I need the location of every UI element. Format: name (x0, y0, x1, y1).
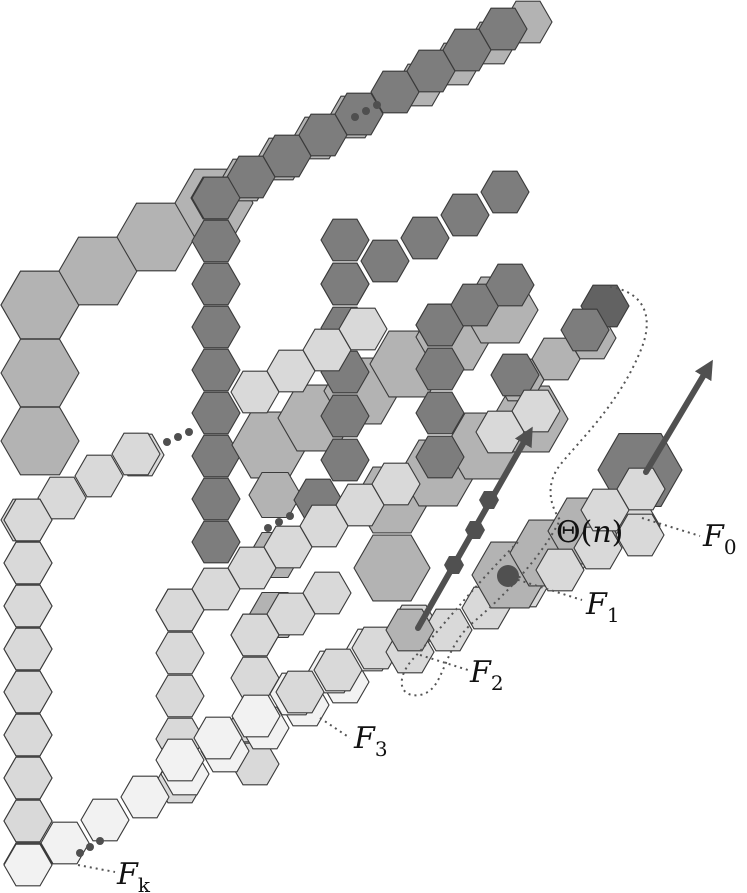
hexagon-cell (535, 548, 585, 592)
hexagon-cell (415, 435, 465, 479)
hexagon-cell (320, 218, 370, 262)
label-F3: F3 (353, 721, 388, 761)
hexagon-cell (120, 775, 170, 819)
hexagon-cell (511, 389, 561, 433)
hexagon-cell (560, 308, 610, 352)
ellipsis-dot (286, 512, 294, 520)
ellipsis-dot (174, 433, 182, 441)
hexagon-cell (191, 434, 241, 478)
hexagon-cell (338, 307, 388, 351)
hexagon-cell (191, 348, 241, 392)
label-F2: F2 (469, 655, 504, 695)
arrow-hexagon-markers (444, 491, 499, 574)
hexagon-cell (74, 454, 124, 498)
hexagon-cell (191, 219, 241, 263)
leader-F3 (319, 717, 351, 739)
small-hexagon-icon (444, 556, 464, 574)
leader-lines (77, 286, 701, 873)
hexagon-cell (3, 756, 53, 800)
hexagon-cell (320, 394, 370, 438)
ellipsis-dot (362, 107, 370, 115)
hexagon-cell (155, 631, 205, 675)
hexagon-cell (191, 262, 241, 306)
hexagon-cell (191, 176, 241, 220)
hexagon-cell (3, 670, 53, 714)
hexagon-cell (320, 438, 370, 482)
hexagon-cell (615, 513, 665, 557)
hexagon-cell (400, 216, 450, 260)
hexagon-cell (275, 670, 325, 714)
hexagon-cell (302, 571, 352, 615)
hexagon-cell (0, 338, 80, 408)
hexagon-grid (0, 0, 683, 887)
hexagon-cell (371, 462, 421, 506)
leader-F1 (511, 577, 583, 601)
small-hexagon-icon (465, 521, 485, 539)
hexagon-cell (3, 799, 53, 843)
hexagon-cell (485, 263, 535, 307)
hexagon-cell (616, 467, 666, 511)
hexagon-cell (480, 170, 530, 214)
hexagon-cell (415, 347, 465, 391)
hexagon-cell (193, 716, 243, 760)
leader-Fk (77, 864, 116, 873)
hexagon-cell (155, 674, 205, 718)
ellipsis-dot (96, 837, 104, 845)
hexagon-cell (3, 713, 53, 757)
hexagon-cell (360, 239, 410, 283)
ellipsis-dot (163, 438, 171, 446)
hexagon-cell (37, 476, 87, 520)
ellipsis-dot (86, 843, 94, 851)
leader-F2 (419, 654, 469, 671)
hexagon-cell (111, 432, 161, 476)
hexagon-cell (0, 406, 80, 476)
hexagon-cell (3, 498, 53, 542)
hexagon-cell (191, 391, 241, 435)
leader-F0 (641, 517, 701, 537)
hexagon-cell (3, 627, 53, 671)
hexagon-cell (313, 648, 363, 692)
theta-label: Θ(n) (556, 515, 623, 550)
hexagon-cell (3, 541, 53, 585)
hexagon-cell (478, 7, 528, 51)
hexagon-cell (231, 694, 281, 738)
ellipsis-dot (373, 101, 381, 109)
ellipsis-dots (76, 101, 381, 857)
hexagon-cell (334, 92, 384, 136)
hexagon-cell (440, 193, 490, 237)
hexagon-cell (3, 843, 53, 887)
label-Fk: Fk (116, 857, 151, 893)
hexagon-cell (191, 520, 241, 564)
hexagon-cell (248, 471, 302, 519)
hexagon-cell (353, 534, 431, 602)
hexagon-cell (3, 584, 53, 628)
hexagon-cell (80, 798, 130, 842)
hexagon-cell (155, 738, 205, 782)
hexagon-cell (320, 262, 370, 306)
ellipsis-dot (264, 524, 272, 532)
source-dot-icon (497, 565, 519, 587)
hexagon-cell (191, 477, 241, 521)
ellipsis-dot (275, 518, 283, 526)
ellipsis-dot (351, 113, 359, 121)
hexagon-cell (191, 305, 241, 349)
arrow-up-right-icon (643, 359, 713, 475)
label-F1: F1 (585, 587, 620, 627)
label-F0: F0 (702, 519, 737, 559)
ellipsis-dot (185, 428, 193, 436)
ellipsis-dot (76, 849, 84, 857)
hexagon-cell (415, 391, 465, 435)
small-hexagon-icon (479, 491, 499, 509)
